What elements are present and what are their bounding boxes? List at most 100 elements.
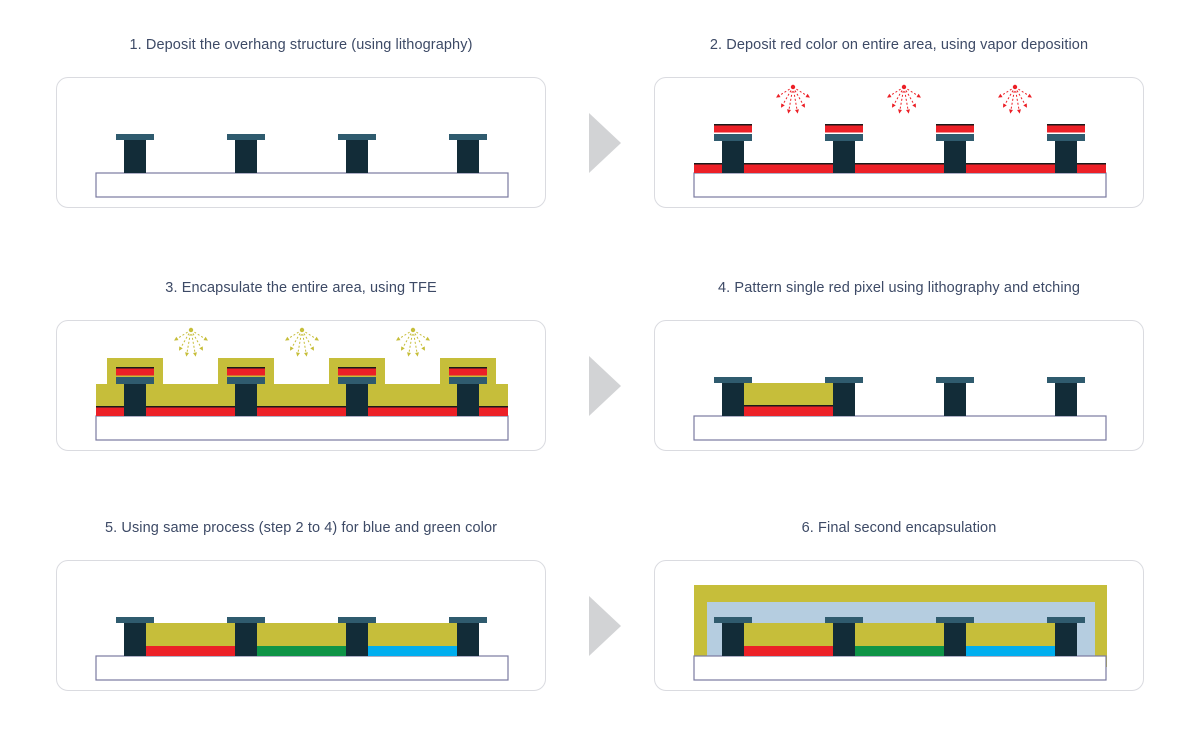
overhang-pillar-cap <box>1047 134 1085 141</box>
blue-pixel <box>966 646 1055 656</box>
overhang-pillar-cap <box>714 134 752 141</box>
overhang-pillar-stem <box>124 140 146 173</box>
overhang-pillar-stem <box>833 623 855 656</box>
overhang-pillar-cap <box>936 134 974 141</box>
film-black-line <box>96 406 508 408</box>
step-1-diagram <box>95 134 509 198</box>
overhang-pillar-cap <box>1047 617 1085 623</box>
overhang-pillar-stem <box>235 383 257 416</box>
overhang-pillar-cap <box>116 377 154 384</box>
cap-black-line <box>936 124 974 126</box>
overhang-pillar-stem <box>235 140 257 173</box>
overhang-pillar-cap <box>116 617 154 623</box>
overhang-pillar-cap <box>227 377 265 384</box>
tfe-pixel-cover <box>257 623 346 646</box>
glass-substrate <box>95 172 509 198</box>
red-pixel <box>744 406 833 416</box>
glass-substrate <box>693 655 1107 681</box>
overhang-pillar-stem <box>457 623 479 656</box>
cap-red-layer <box>227 368 265 376</box>
overhang-pillar-cap <box>714 377 752 383</box>
step-3-title: 3. Encapsulate the entire area, using TF… <box>165 280 437 296</box>
tfe-pixel-cover <box>146 623 235 646</box>
step-6-panel <box>654 560 1144 691</box>
deposition-spray-icon <box>998 84 1032 114</box>
pixel-black-line <box>744 405 833 407</box>
overhang-pillar-stem <box>944 140 966 173</box>
red-film-layer <box>694 164 1106 173</box>
overhang-pillar-cap <box>338 134 376 140</box>
overhang-pillar-cap <box>936 617 974 623</box>
cap-black-line <box>1047 124 1085 126</box>
cap-red-layer <box>825 125 863 133</box>
overhang-pillar-stem <box>722 623 744 656</box>
overhang-pillar-stem <box>944 623 966 656</box>
red-pixel <box>146 646 235 656</box>
cap-black-line <box>338 367 376 369</box>
tfe-pixel-cover <box>855 623 944 646</box>
overhang-pillar-stem <box>833 140 855 173</box>
overhang-pillar-cap <box>116 134 154 140</box>
step-3-panel <box>56 320 546 451</box>
overhang-pillar-stem <box>457 383 479 416</box>
green-pixel <box>257 646 346 656</box>
step-4-panel <box>654 320 1144 451</box>
cap-black-line <box>825 124 863 126</box>
overhang-pillar-stem <box>346 383 368 416</box>
overhang-pillar-stem <box>235 623 257 656</box>
overhang-pillar-stem <box>833 383 855 416</box>
overhang-pillar-stem <box>124 623 146 656</box>
overhang-pillar-stem <box>124 383 146 416</box>
tfe-pixel-cover <box>966 623 1055 646</box>
red-pixel <box>744 646 833 656</box>
cap-black-line <box>227 367 265 369</box>
overhang-pillar-stem <box>346 623 368 656</box>
cap-red-layer <box>714 125 752 133</box>
overhang-pillar-cap <box>449 377 487 384</box>
deposition-spray-icon <box>396 327 430 357</box>
cap-black-line <box>714 124 752 126</box>
overhang-pillar-cap <box>227 134 265 140</box>
overhang-pillar-stem <box>457 140 479 173</box>
film-black-line <box>694 163 1106 165</box>
step-1-panel <box>56 77 546 208</box>
overhang-pillar-stem <box>1055 383 1077 416</box>
overhang-pillar-cap <box>227 617 265 623</box>
step-4-title: 4. Pattern single red pixel using lithog… <box>718 280 1080 296</box>
overhang-pillar-stem <box>346 140 368 173</box>
glass-substrate <box>95 655 509 681</box>
cap-black-line <box>449 367 487 369</box>
overhang-pillar-cap <box>338 617 376 623</box>
overhang-pillar-stem <box>1055 623 1077 656</box>
overhang-pillar-cap <box>825 377 863 383</box>
glass-substrate <box>693 172 1107 198</box>
overhang-pillar-cap <box>936 377 974 383</box>
cap-red-layer <box>1047 125 1085 133</box>
deposition-spray-icon <box>174 327 208 357</box>
overhang-pillar-stem <box>722 140 744 173</box>
right-arrow-icon <box>589 596 621 656</box>
cap-red-layer <box>936 125 974 133</box>
tfe-layer <box>96 384 508 406</box>
cap-black-line <box>116 367 154 369</box>
step-6-title: 6. Final second encapsulation <box>801 520 997 536</box>
step-2-title: 2. Deposit red color on entire area, usi… <box>709 37 1089 53</box>
green-pixel <box>855 646 944 656</box>
tfe-pixel-cover <box>744 623 833 646</box>
overhang-pillar-cap <box>825 617 863 623</box>
step-2-diagram <box>693 84 1107 198</box>
overhang-pillar-cap <box>449 617 487 623</box>
step-3-diagram <box>95 327 509 441</box>
step-2-panel <box>654 77 1144 208</box>
step-5-title: 5. Using same process (step 2 to 4) for … <box>104 520 498 536</box>
step-1-title: 1. Deposit the overhang structure (using… <box>129 37 473 53</box>
overhang-pillar-stem <box>944 383 966 416</box>
step-6-diagram <box>693 585 1107 681</box>
right-arrow-icon <box>589 356 621 416</box>
glass-substrate <box>95 415 509 441</box>
cap-red-layer <box>338 368 376 376</box>
overhang-pillar-cap <box>714 617 752 623</box>
blue-pixel <box>368 646 457 656</box>
glass-substrate <box>693 415 1107 441</box>
overhang-pillar-cap <box>449 134 487 140</box>
